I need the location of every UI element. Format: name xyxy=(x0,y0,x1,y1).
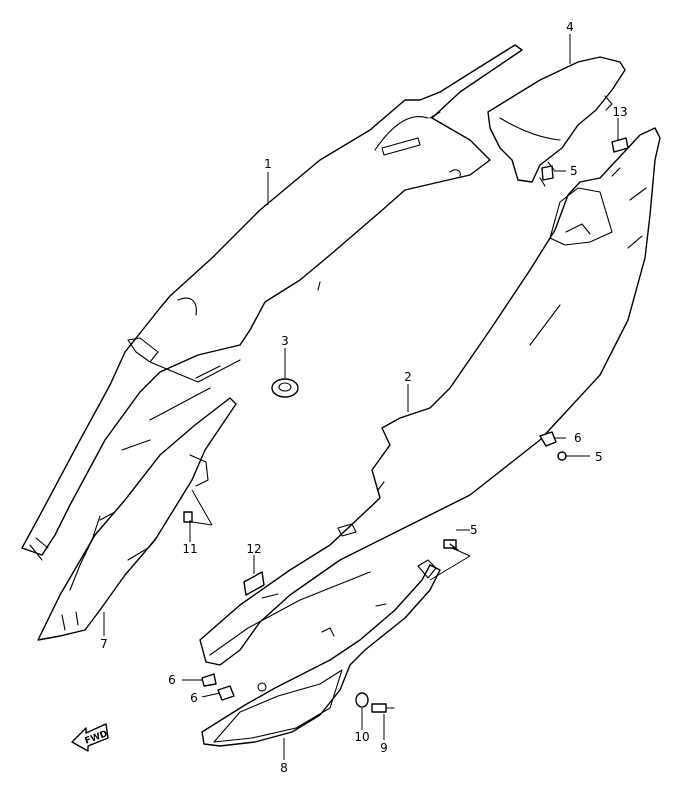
fastener-bolt[interactable] xyxy=(371,703,395,713)
part-7-lower-fairing[interactable] xyxy=(37,397,237,641)
fastener-screw-left[interactable] xyxy=(183,511,193,523)
callout-6-left-b: 6 xyxy=(190,691,198,705)
callout-4: 4 xyxy=(566,20,574,34)
callout-8: 8 xyxy=(280,761,288,775)
callout-1: 1 xyxy=(264,157,272,171)
callout-5-right: 5 xyxy=(595,450,603,464)
part-8-lower-fairing[interactable] xyxy=(201,559,441,747)
callout-5-mid: 5 xyxy=(470,523,478,537)
callout-5-upper: 5 xyxy=(570,164,578,178)
part-2-side-cover[interactable] xyxy=(199,127,661,666)
part-4-tail-piece[interactable] xyxy=(487,56,626,183)
fastener-clip-left-b[interactable] xyxy=(217,685,235,701)
callout-12: 12 xyxy=(246,542,261,556)
forward-direction-marker: FWD xyxy=(71,723,109,752)
leader-lines xyxy=(103,34,619,760)
callout-11: 11 xyxy=(182,542,197,556)
fastener-washer[interactable] xyxy=(355,692,369,708)
callout-10: 10 xyxy=(354,730,369,744)
callout-2: 2 xyxy=(404,370,412,384)
callout-numbers: 1 4 5 13 3 2 6 5 5 11 12 7 6 6 10 9 8 xyxy=(100,20,627,775)
part-1-frame-cover[interactable] xyxy=(21,44,523,561)
part-13-label[interactable] xyxy=(611,137,629,153)
fastener-clip-left-a[interactable] xyxy=(201,673,217,687)
arrow-left-icon xyxy=(71,723,109,752)
callout-6-right: 6 xyxy=(574,431,582,445)
fastener-nut-clip-right[interactable] xyxy=(539,431,567,461)
part-3-grommet[interactable] xyxy=(271,378,299,398)
callout-7: 7 xyxy=(100,637,108,651)
callout-13: 13 xyxy=(612,105,627,119)
fastener-screw-mid[interactable] xyxy=(443,539,459,551)
part-12-label[interactable] xyxy=(243,571,265,596)
callout-9: 9 xyxy=(380,741,388,755)
callout-3: 3 xyxy=(281,334,289,348)
fastener-screw-upper[interactable] xyxy=(539,165,554,187)
callout-6-left-a: 6 xyxy=(168,673,176,687)
